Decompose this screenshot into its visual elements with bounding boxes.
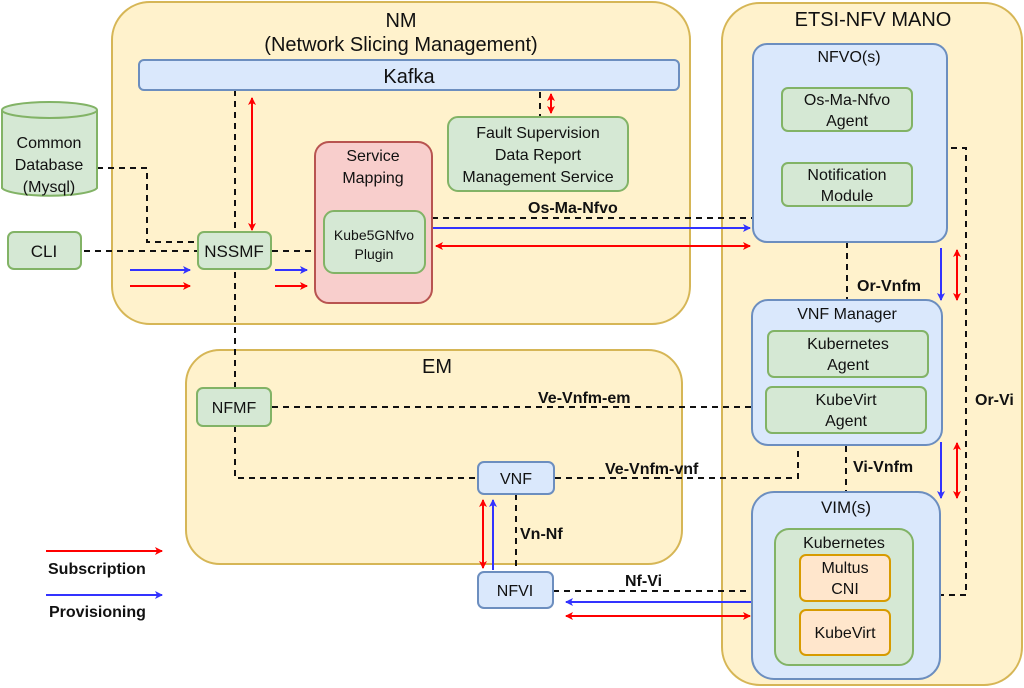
nssmf-nfmf-vnf-link — [234, 272, 478, 479]
or-vi-link — [940, 147, 967, 596]
osma-agent-box — [781, 87, 913, 132]
vn-nf-label: Vn-Nf — [520, 526, 563, 543]
vnf-node: VNF — [477, 461, 555, 495]
kafka-bus: Kafka — [138, 59, 680, 91]
fault-line3: Management Service — [462, 169, 613, 186]
legend-provisioning-label: Provisioning — [49, 604, 146, 621]
mano-title: ETSI-NFV MANO — [795, 9, 952, 31]
em-title: EM — [422, 356, 452, 378]
vim-node: VIM(s) Kubernetes Multus CNI KubeVirt — [751, 491, 941, 680]
osma-agent-line2: Agent — [826, 113, 868, 130]
cli-node: CLI — [7, 231, 82, 270]
kubevirt-agent-box — [765, 386, 927, 434]
nfvi-node: NFVI — [477, 571, 554, 609]
kubevirt-label: KubeVirt — [814, 625, 876, 642]
kubevirt-agent-line2: Agent — [825, 413, 867, 430]
legend: Subscription Provisioning — [46, 547, 163, 621]
or-vnfm-label: Or-Vnfm — [857, 278, 921, 295]
kubevirt-box — [799, 609, 891, 656]
cli-label: CLI — [31, 242, 57, 261]
nfvo-label: NFVO(s) — [817, 49, 880, 66]
fault-line1: Fault Supervision — [476, 125, 600, 142]
kafka-label: Kafka — [383, 66, 435, 88]
multus-line1: Multus — [821, 560, 868, 577]
nssmf-label: NSSMF — [204, 242, 264, 261]
nfmf-node: NFMF — [196, 387, 272, 427]
k8s-agent-line2: Agent — [827, 357, 869, 374]
db-nssmf-link — [97, 167, 198, 243]
ve-vnfm-vnf-link — [555, 446, 799, 479]
notification-line2: Module — [821, 188, 874, 205]
vnfm-label: VNF Manager — [797, 306, 897, 323]
fault-supervision-node: Fault Supervision Data Report Management… — [447, 116, 629, 192]
database-label-line2: Database — [15, 157, 84, 174]
fault-line2: Data Report — [495, 147, 582, 164]
notification-module-box — [781, 162, 913, 207]
vnf-manager-node: VNF Manager Kubernetes Agent KubeVirt Ag… — [751, 299, 943, 446]
ve-vnfm-vnf-label: Ve-Vnfm-vnf — [605, 461, 699, 478]
nm-subtitle: (Network Slicing Management) — [264, 34, 537, 56]
nssmf-node: NSSMF — [197, 231, 272, 270]
database-label-line3: (Mysql) — [23, 179, 75, 196]
common-database: Common Database (Mysql) — [1, 101, 98, 197]
osma-agent-line1: Os-Ma-Nfvo — [804, 92, 890, 109]
os-ma-nfvo-label: Os-Ma-Nfvo — [528, 200, 618, 217]
multus-line2: CNI — [831, 581, 859, 598]
arrows — [130, 93, 961, 620]
service-mapping-node: Service Mapping Kube5GNfvo Plugin — [314, 141, 433, 304]
vnf-label: VNF — [500, 471, 532, 488]
service-mapping-line1: Service — [346, 148, 399, 165]
interface-labels: Os-Ma-Nfvo Or-Vnfm Or-Vi Vi-Vnfm Ve-Vnfm… — [520, 200, 1014, 590]
nfvo-node: NFVO(s) Os-Ma-Nfvo Agent Notification Mo… — [752, 43, 948, 243]
k8s-agent-line1: Kubernetes — [807, 336, 889, 353]
plugin-line2: Plugin — [355, 246, 394, 262]
plugin-box — [323, 210, 426, 274]
nfmf-label: NFMF — [212, 400, 257, 417]
kubevirt-agent-line1: KubeVirt — [815, 392, 877, 409]
nf-vi-label: Nf-Vi — [625, 573, 662, 590]
plugin-line1: Kube5GNfvo — [334, 227, 414, 243]
ve-vnfm-em-label: Ve-Vnfm-em — [538, 390, 630, 407]
em-group: EM — [185, 349, 683, 565]
nfvi-label: NFVI — [497, 583, 533, 600]
k8s-agent-box — [767, 330, 929, 378]
nm-title: NM — [385, 10, 416, 32]
or-vi-label: Or-Vi — [975, 392, 1014, 409]
legend-subscription-label: Subscription — [48, 561, 146, 578]
multus-box — [799, 554, 891, 602]
database-label-line1: Common — [17, 135, 82, 152]
kubernetes-label: Kubernetes — [803, 535, 885, 552]
notification-line1: Notification — [807, 167, 886, 184]
service-mapping-line2: Mapping — [342, 170, 403, 187]
dashed-links — [84, 90, 967, 596]
vim-label: VIM(s) — [821, 498, 871, 517]
vi-vnfm-label: Vi-Vnfm — [853, 459, 913, 476]
